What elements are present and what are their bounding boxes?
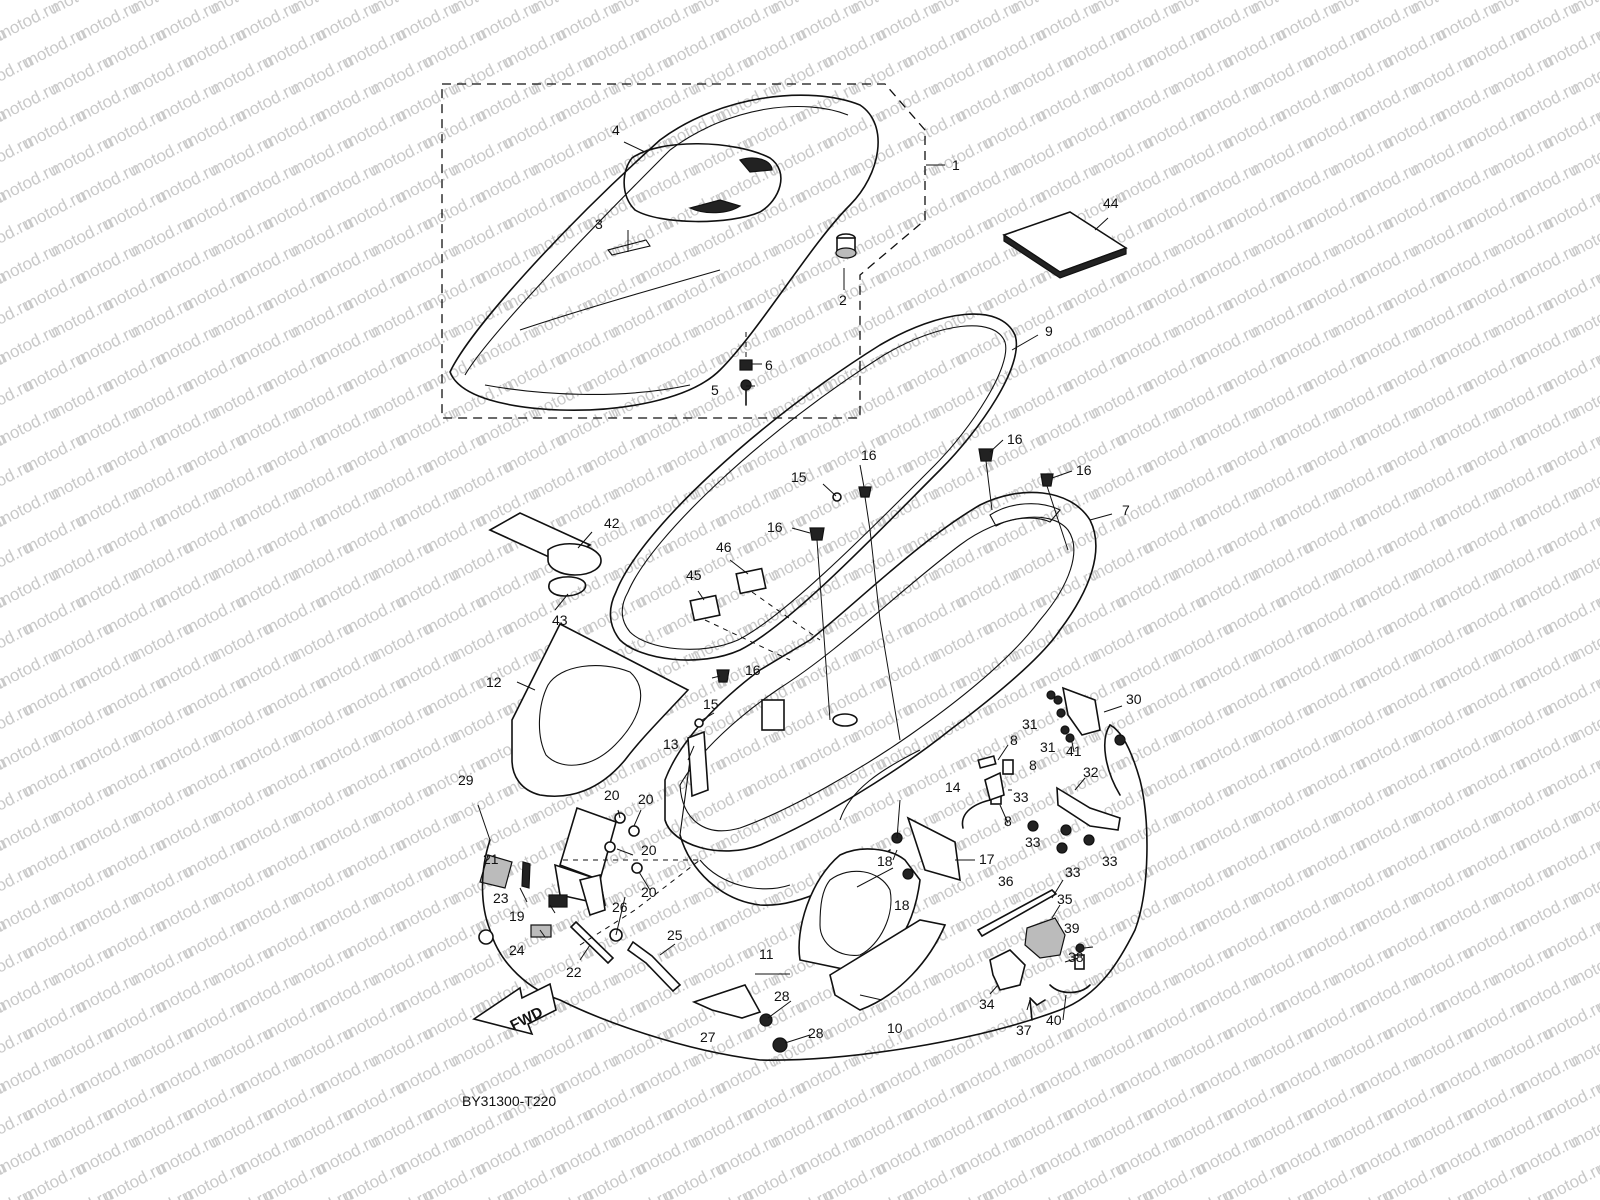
screw-33d: [1083, 834, 1095, 846]
guard-panel: [687, 730, 709, 798]
callout-8a: 8: [1010, 732, 1018, 748]
cable-band: [521, 861, 531, 889]
callout-16b: 16: [1007, 431, 1023, 447]
callout-33a: 33: [1013, 789, 1029, 805]
callout-20b: 20: [638, 791, 654, 807]
callout-35: 35: [1057, 891, 1073, 907]
callout-30: 30: [1126, 691, 1142, 707]
screw-33c: [1056, 842, 1068, 854]
callout-11: 11: [759, 946, 774, 962]
callout-26: 26: [612, 899, 628, 915]
callout-33b: 33: [1025, 834, 1041, 850]
callout-34: 34: [979, 996, 995, 1012]
callout-18a: 18: [877, 853, 893, 869]
callout-14: 14: [945, 779, 961, 795]
callout-18b: 18: [894, 897, 910, 913]
callout-33d: 33: [1102, 853, 1118, 869]
callout-25: 25: [667, 927, 683, 943]
bolt-28b: [772, 1037, 788, 1053]
nut-41: [1065, 733, 1075, 743]
callout-43: 43: [552, 612, 568, 628]
callout-44: 44: [1103, 195, 1119, 211]
nut-20d: [631, 862, 643, 874]
callout-20a: 20: [604, 787, 620, 803]
callout-24: 24: [509, 942, 525, 958]
caution-label-46: [735, 567, 767, 595]
callout-37: 37: [1016, 1022, 1032, 1038]
callout-12: 12: [486, 674, 502, 690]
callout-9: 9: [1045, 323, 1053, 339]
callout-1: 1: [952, 157, 960, 173]
callout-8c: 8: [1004, 813, 1012, 829]
callout-42: 42: [604, 515, 620, 531]
callout-4: 4: [612, 122, 620, 138]
callout-10: 10: [887, 1020, 903, 1036]
callout-23: 23: [493, 890, 509, 906]
callout-41: 41: [1066, 743, 1082, 759]
clip-8b: [1002, 759, 1014, 775]
callout-31b: 31: [1040, 739, 1056, 755]
callout-16e: 16: [745, 662, 761, 678]
clip-15b: [694, 718, 704, 728]
callout-19: 19: [509, 908, 525, 924]
callout-40: 40: [1046, 1012, 1062, 1028]
callout-31a: 31: [1022, 716, 1038, 732]
callout-7: 7: [1122, 502, 1130, 518]
callout-13: 13: [663, 736, 679, 752]
callout-27: 27: [700, 1029, 716, 1045]
screw-33b: [1060, 824, 1072, 836]
caution-label-45: [689, 594, 721, 622]
screw-31b: [1056, 708, 1066, 718]
callout-21: 21: [483, 851, 499, 867]
nut-20c: [604, 841, 616, 853]
callout-2: 2: [839, 292, 847, 308]
foam-pad: [1002, 211, 1128, 279]
callout-28a: 28: [774, 988, 790, 1004]
callout-8b: 8: [1029, 757, 1037, 773]
callout-39: 39: [1064, 920, 1080, 936]
diagram-code: BY31300-T220: [462, 1093, 556, 1109]
callout-38: 38: [1068, 949, 1084, 965]
callout-33c: 33: [1065, 864, 1081, 880]
callout-16c: 16: [1076, 462, 1092, 478]
nut-20b: [628, 825, 640, 837]
callout-46: 46: [716, 539, 732, 555]
callout-16a: 16: [861, 447, 877, 463]
callout-28b: 28: [808, 1025, 824, 1041]
callout-20c: 20: [641, 842, 657, 858]
callout-15a: 15: [791, 469, 807, 485]
callout-36: 36: [998, 873, 1014, 889]
screw-33a: [1027, 820, 1039, 832]
callout-29: 29: [458, 772, 474, 788]
screw-31a: [1046, 690, 1056, 700]
callout-3: 3: [595, 216, 603, 232]
clip-18b: [902, 868, 914, 880]
callout-17: 17: [979, 851, 995, 867]
callout-5: 5: [711, 382, 719, 398]
callout-32: 32: [1083, 764, 1099, 780]
callout-22: 22: [566, 964, 582, 980]
callout-16d: 16: [767, 519, 783, 535]
callout-45: 45: [686, 567, 702, 583]
callout-20d: 20: [641, 884, 657, 900]
callout-15b: 15: [703, 696, 719, 712]
seat-damper: [835, 233, 857, 259]
callout-6: 6: [765, 357, 773, 373]
